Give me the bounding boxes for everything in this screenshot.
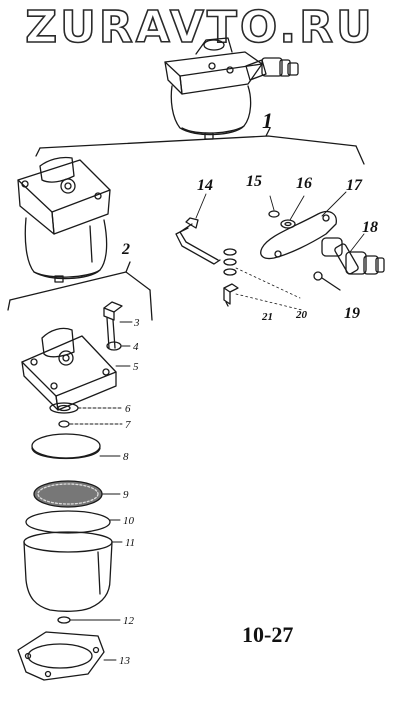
leader-lines-right [195, 191, 365, 253]
callout-6: 6 [125, 403, 131, 415]
part-cover-5 [21, 327, 117, 411]
part-ring-12 [57, 616, 71, 624]
callout-12: 12 [123, 615, 135, 627]
callout-18: 18 [362, 219, 378, 236]
part-screw-19 [313, 271, 341, 291]
callout-10: 10 [123, 515, 135, 527]
callout-14: 14 [197, 177, 213, 194]
part-rings-20 [223, 248, 237, 276]
breakdown-brackets-1 [35, 127, 365, 165]
dash-leaders-right [235, 267, 303, 311]
callout-3: 3 [133, 317, 140, 329]
part-nut-15 [268, 210, 280, 218]
breakdown-brackets-2 [7, 261, 153, 321]
part-disc-8 [31, 433, 101, 460]
callout-16: 16 [296, 175, 312, 192]
part-pipe-14 [175, 217, 221, 265]
callout-2: 2 [121, 241, 130, 258]
site-watermark: ZURAVTO.RU [24, 1, 375, 54]
callout-1: 1 [262, 108, 273, 133]
part-bolt-3 [103, 301, 123, 349]
part-flange-13 [17, 631, 105, 681]
part-filter-element-9 [33, 480, 103, 508]
callout-11: 11 [125, 537, 135, 549]
callout-20: 20 [295, 309, 308, 321]
part-bracket-17 [260, 210, 337, 260]
callout-17: 17 [346, 177, 363, 194]
filter-assembly-top [164, 37, 299, 140]
filter-assembly-mid [17, 156, 111, 283]
callout-9: 9 [123, 489, 129, 501]
callout-15: 15 [246, 173, 262, 190]
callout-19: 19 [344, 305, 360, 322]
part-bolt-21 [223, 283, 239, 307]
callout-4: 4 [133, 341, 139, 353]
callout-21: 21 [261, 311, 273, 323]
part-ring-7 [58, 420, 70, 428]
leader-lines-left [69, 321, 133, 661]
part-washer-16 [280, 219, 296, 229]
part-seal-10 [25, 510, 111, 534]
callout-8: 8 [123, 451, 129, 463]
figure-number: 10-27 [242, 622, 294, 647]
part-washer-4 [106, 341, 122, 351]
part-bowl-11 [23, 531, 113, 612]
part-valve-18 [321, 237, 385, 275]
callout-5: 5 [133, 361, 139, 373]
callout-13: 13 [119, 655, 131, 667]
callout-7: 7 [125, 419, 131, 431]
